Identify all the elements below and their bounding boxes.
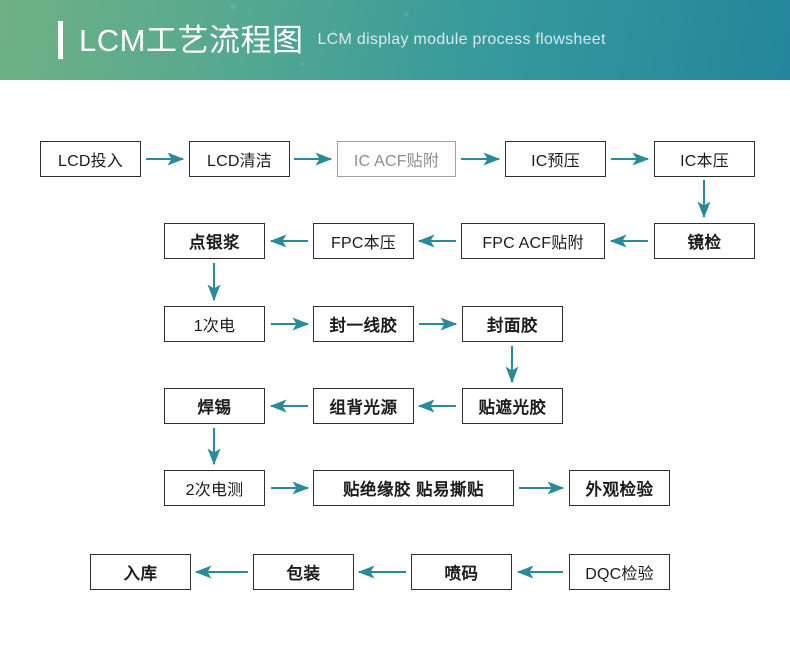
node-first-electrical-test[interactable]: 1次电 bbox=[164, 306, 265, 342]
page-title: LCM工艺流程图 bbox=[79, 22, 304, 58]
node-silver-paste[interactable]: 点银浆 bbox=[164, 223, 265, 259]
node-shading-tape[interactable]: 贴遮光胶 bbox=[462, 388, 563, 424]
header-content: LCM工艺流程图 LCM display module process flow… bbox=[58, 0, 606, 80]
process-flow-diagram: LCD投入 LCD清洁 IC ACF贴附 IC预压 IC本压 点银浆 FPC本压… bbox=[0, 80, 790, 667]
node-fpc-acf-attach[interactable]: FPC ACF贴附 bbox=[461, 223, 605, 259]
header-decor-bubble bbox=[300, 62, 304, 66]
header-decor-bubble bbox=[404, 12, 409, 17]
page-header-banner: LCM工艺流程图 LCM display module process flow… bbox=[0, 0, 790, 80]
node-insulation-and-tear-tape[interactable]: 贴绝缘胶 贴易撕贴 bbox=[313, 470, 514, 506]
node-line-sealant[interactable]: 封一线胶 bbox=[313, 306, 414, 342]
node-fpc-mainbond[interactable]: FPC本压 bbox=[313, 223, 414, 259]
node-soldering[interactable]: 焊锡 bbox=[164, 388, 265, 424]
node-ic-mainbond[interactable]: IC本压 bbox=[654, 141, 755, 177]
node-ic-acf-attach[interactable]: IC ACF贴附 bbox=[337, 141, 456, 177]
node-assemble-backlight[interactable]: 组背光源 bbox=[313, 388, 414, 424]
node-dqc-inspect[interactable]: DQC检验 bbox=[569, 554, 670, 590]
page-subtitle: LCM display module process flowsheet bbox=[317, 31, 606, 48]
node-lcd-input[interactable]: LCD投入 bbox=[40, 141, 141, 177]
node-appearance-inspect[interactable]: 外观检验 bbox=[569, 470, 670, 506]
node-packing[interactable]: 包装 bbox=[253, 554, 354, 590]
node-microscope-inspect[interactable]: 镜检 bbox=[654, 223, 755, 259]
header-decor-bubble bbox=[230, 4, 236, 10]
node-warehouse-in[interactable]: 入库 bbox=[90, 554, 191, 590]
node-ic-prebond[interactable]: IC预压 bbox=[505, 141, 606, 177]
node-inkjet-coding[interactable]: 喷码 bbox=[411, 554, 512, 590]
node-second-electrical-test[interactable]: 2次电测 bbox=[164, 470, 265, 506]
header-decor-bubble bbox=[332, 30, 336, 34]
node-cover-sealant[interactable]: 封面胶 bbox=[462, 306, 563, 342]
header-accent-bar bbox=[58, 21, 63, 59]
node-lcd-clean[interactable]: LCD清洁 bbox=[189, 141, 290, 177]
